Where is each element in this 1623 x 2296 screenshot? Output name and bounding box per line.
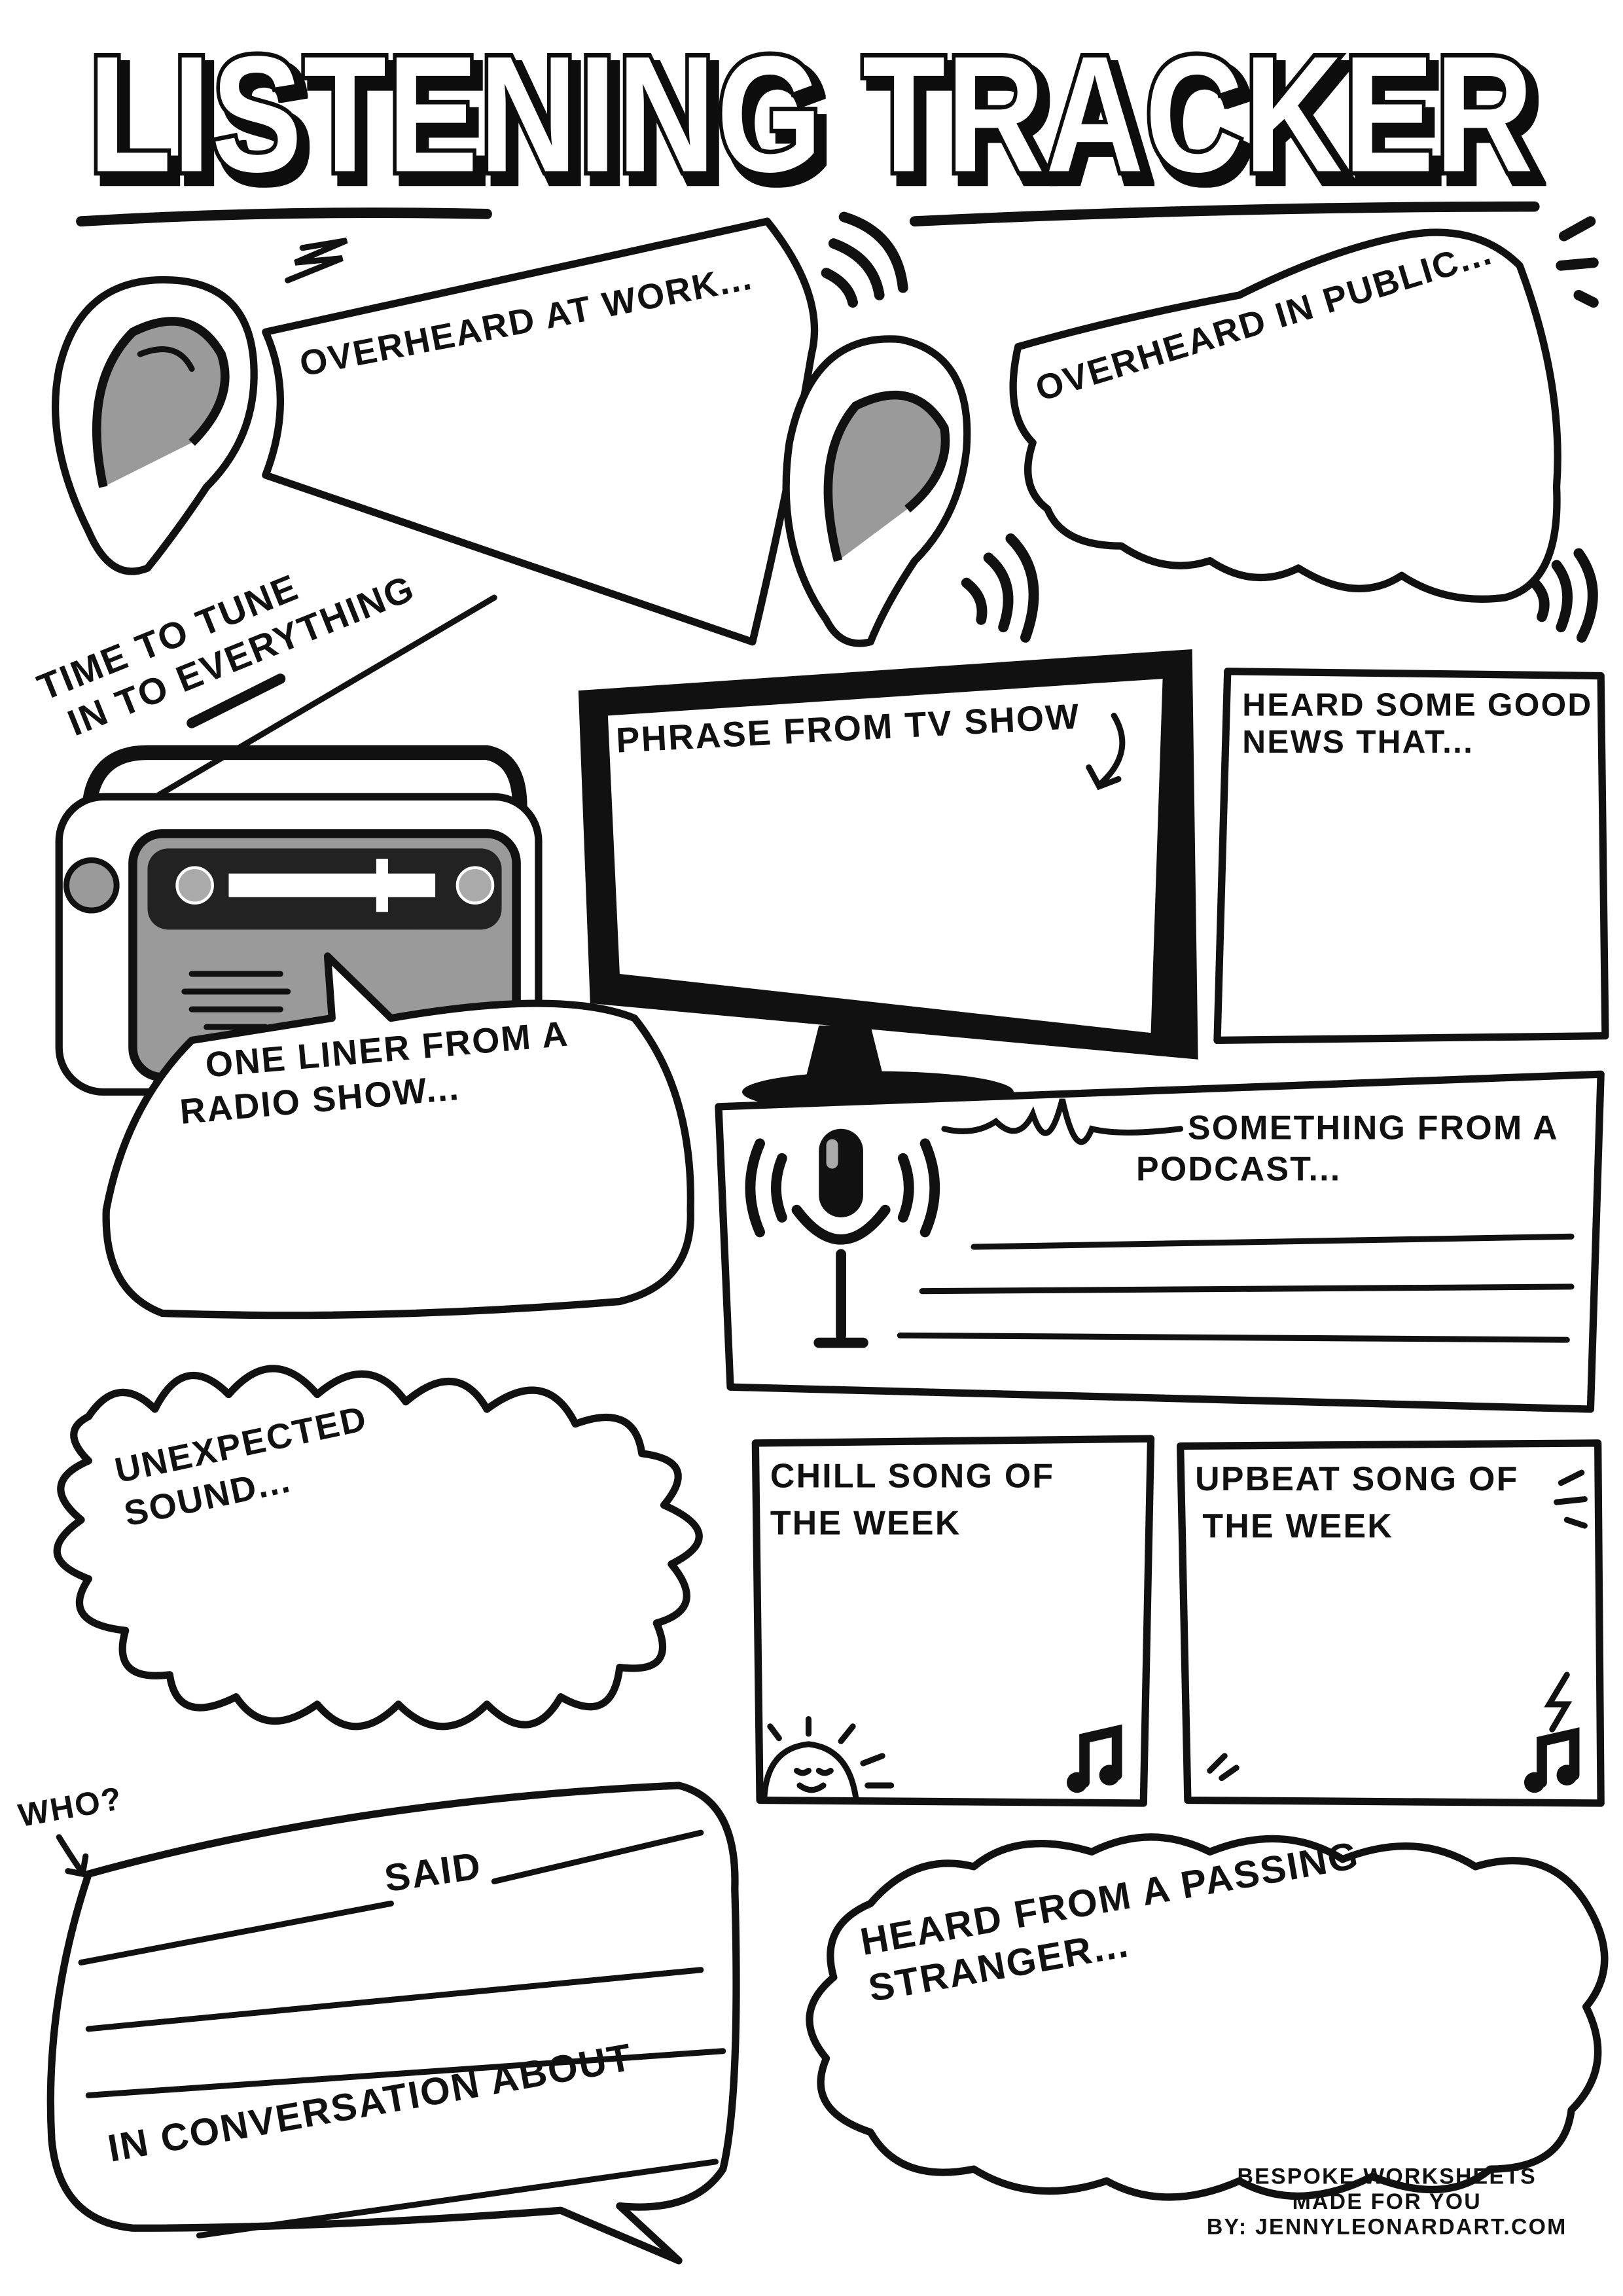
footer-line-3: BY: JENNYLEONARDART.COM [1207,2214,1567,2239]
sound-waves [961,533,1039,643]
conversation-line [196,2159,719,2239]
sparkle-lines [1556,216,1599,308]
conversation-lines [78,1829,726,2098]
ear-icon [51,276,258,575]
footer-line-2: MADE FOR YOU [1293,2189,1482,2214]
upbeat-line-2: THE WEEK [1202,1507,1393,1545]
upbeat-line-1: UPBEAT SONG OF [1195,1460,1518,1498]
microphone-icon [745,1128,940,1348]
arrow-icon [1086,712,1126,791]
tune-in-underline [187,673,286,728]
lightning-icon [1544,1672,1573,1732]
footer-credit: BESPOKE WORKSHEETS MADE FOR YOU BY: JENN… [1207,2164,1567,2240]
unexpected-panel[interactable] [53,1365,703,1731]
stranger-panel[interactable] [806,1833,1609,2201]
ear-icon [782,335,971,647]
tune-in-label: TIME TO TUNE IN TO EVERYTHING [32,566,421,744]
podcast-line-2: PODCAST... [1136,1150,1341,1188]
public-panel[interactable] [1009,228,1561,603]
music-note-icon [1524,1727,1580,1793]
squiggle [285,238,348,283]
podcast-line-1: SOMETHING FROM A [1188,1108,1559,1146]
conversation-panel[interactable] [46,1782,740,2265]
chill-song-panel[interactable] [751,1435,1155,1807]
footer-line-1: BESPOKE WORKSHEETS [1238,2164,1537,2189]
motion-lines [1207,1753,1240,1782]
title-text: LISTENING TRACKER [88,22,1534,207]
good-news-panel[interactable] [1213,668,1609,1045]
good-news-line-1: HEARD SOME GOOD [1242,686,1592,723]
title-underline-left [76,207,492,227]
sound-waves [1529,548,1598,643]
title-underline-right [909,201,1540,227]
chill-line-2: THE WEEK [770,1504,961,1542]
who-label: WHO? [16,1780,126,1834]
soundwave [941,1098,1184,1145]
tv-icon [578,649,1198,1113]
sparkle-lines [1554,1469,1588,1529]
radio-panel[interactable] [102,952,694,1319]
sun-icon [761,1715,895,1801]
sound-waves [821,211,908,308]
chill-line-1: CHILL SONG OF [770,1457,1054,1495]
podcast-writing-lines [897,1233,1575,1343]
music-note-icon [1067,1724,1122,1793]
upbeat-song-panel[interactable] [1176,1439,1605,1807]
page-title: LISTENING TRACKER [84,17,1538,211]
arrow-icon [56,1834,89,1878]
good-news-line-2: NEWS THAT... [1242,723,1474,760]
